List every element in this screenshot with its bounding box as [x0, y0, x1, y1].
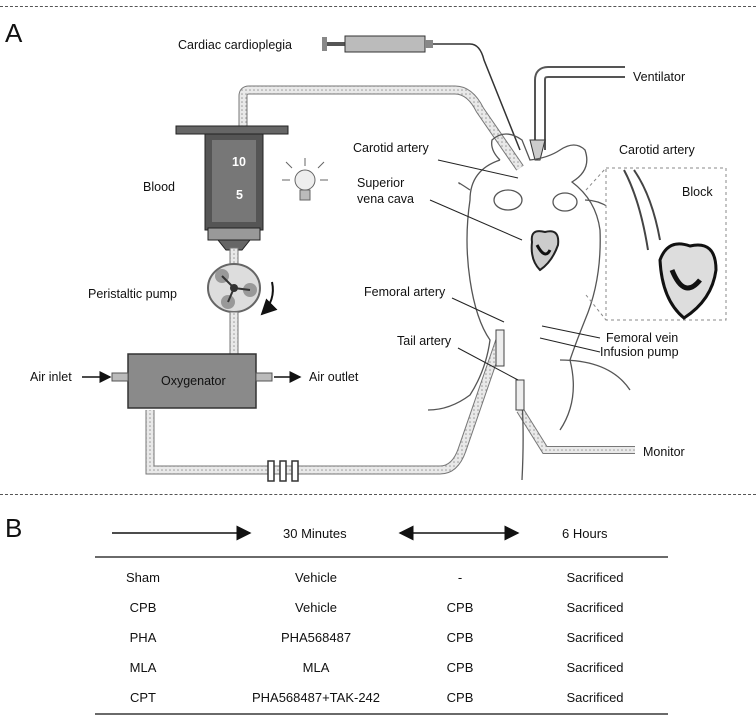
- table-row: CPB Vehicle CPB Sacrificed: [95, 594, 673, 624]
- panel-b-label: B: [5, 513, 23, 543]
- table-row: MLA MLA CPB Sacrificed: [95, 654, 673, 684]
- group-cell: PHA: [129, 630, 157, 645]
- timeline-phase-6h: 6 Hours: [562, 526, 608, 541]
- timeline-phase-30min: 30 Minutes: [283, 526, 347, 541]
- peristaltic-pump: [207, 247, 278, 355]
- outcome-cell: Sacrificed: [566, 600, 624, 615]
- oxygenator-label: Oxygenator: [161, 374, 226, 388]
- cpb-diagram: [82, 35, 727, 482]
- group-cell: CPB: [129, 600, 157, 615]
- heart-inset: [585, 167, 727, 321]
- outcome-cell: Sacrificed: [566, 690, 624, 705]
- infusion-pump-label: Infusion pump: [600, 345, 679, 359]
- panel-a-label: A: [5, 18, 23, 48]
- carotid-artery-label: Carotid artery: [353, 141, 429, 155]
- pre-treatment-cell: Vehicle: [295, 600, 337, 615]
- pre-treatment-cell: PHA568487: [280, 630, 352, 645]
- middle-divider: [0, 494, 756, 495]
- monitor-label: Monitor: [643, 445, 685, 459]
- procedure-cell: CPB: [446, 630, 474, 645]
- outcome-cell: Sacrificed: [566, 570, 624, 585]
- peristaltic-pump-label: Peristaltic pump: [88, 287, 177, 301]
- femoral-vein-label: Femoral vein: [606, 331, 679, 345]
- procedure-cell: CPB: [446, 690, 474, 705]
- procedure-cell: -: [457, 570, 463, 585]
- procedure-cell: CPB: [446, 600, 474, 615]
- group-cell: CPT: [130, 690, 156, 705]
- blood-label: Blood: [143, 180, 175, 194]
- outcome-cell: Sacrificed: [566, 630, 624, 645]
- svc-label-line2: vena cava: [357, 192, 414, 206]
- heart-small: [530, 230, 560, 272]
- ventilator-tube: [534, 66, 625, 150]
- blood-reservoir: [175, 125, 289, 251]
- lightbulb-icon: [282, 158, 328, 201]
- cardioplegia-label: Cardiac cardioplegia: [178, 38, 292, 52]
- ventilator-label: Ventilator: [633, 70, 686, 84]
- pre-treatment-cell: MLA: [302, 660, 330, 675]
- group-cell: Sham: [126, 570, 160, 585]
- monitor-line: [516, 407, 635, 454]
- procedure-cell: CPB: [446, 660, 474, 675]
- top-divider: [0, 6, 756, 7]
- outcome-cell: Sacrificed: [566, 660, 624, 675]
- catheters: [495, 329, 525, 411]
- femoral-artery-label: Femoral artery: [364, 285, 446, 299]
- scale-5-label: 5: [236, 188, 243, 202]
- table-row: Sham Vehicle - Sacrificed: [95, 564, 673, 594]
- tail-artery-label: Tail artery: [397, 334, 452, 348]
- air-outlet-label: Air outlet: [309, 370, 359, 384]
- air-inlet-label: Air inlet: [30, 370, 72, 384]
- group-cell: MLA: [129, 660, 157, 675]
- table-row: CPT PHA568487+TAK-242 CPB Sacrificed: [95, 684, 673, 714]
- svc-label-line1: Superior: [357, 176, 405, 190]
- pre-treatment-cell: PHA568487+TAK-242: [251, 690, 381, 705]
- table-row: PHA PHA568487 CPB Sacrificed: [95, 624, 673, 654]
- carotid-artery-inset-label: Carotid artery: [619, 143, 695, 157]
- tube-clamps: [267, 460, 299, 482]
- pre-treatment-cell: Vehicle: [295, 570, 337, 585]
- block-label: Block: [682, 185, 713, 199]
- scale-10-label: 10: [232, 155, 246, 169]
- cardioplegia-syringe: [322, 35, 521, 151]
